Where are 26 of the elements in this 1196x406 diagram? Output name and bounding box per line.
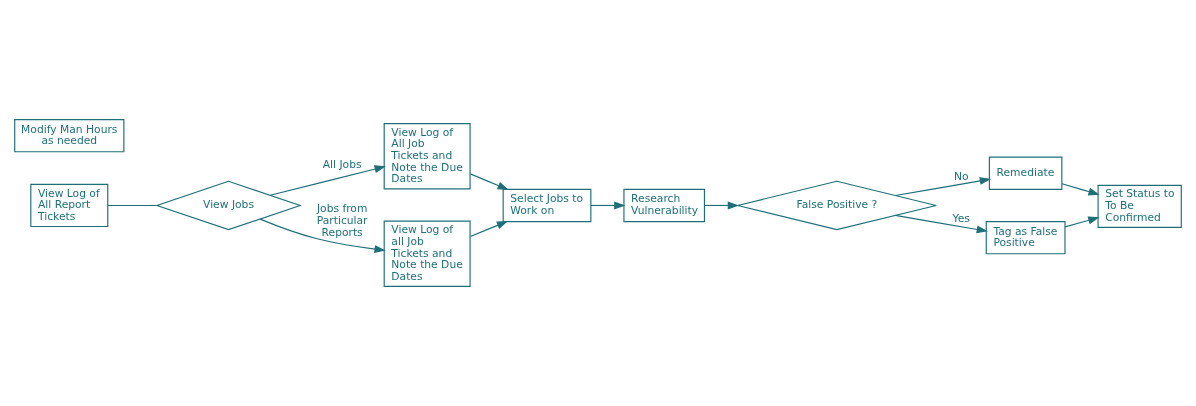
node-diamond: View Jobs bbox=[155, 180, 302, 231]
arrow bbox=[1064, 216, 1100, 228]
arrow bbox=[894, 214, 988, 234]
node-box: Tag as False Positive bbox=[985, 221, 1066, 255]
edge-label: All Jobs bbox=[322, 158, 362, 172]
node-box: View Log of All Job Tickets and Note the Due Dates bbox=[383, 123, 471, 190]
node-box: Research Vulnerability bbox=[623, 188, 706, 223]
connector bbox=[107, 204, 158, 207]
arrow bbox=[469, 173, 509, 190]
node-box: View Log of all Job Tickets and Note the Due Dates bbox=[383, 220, 471, 287]
node-box: Remediate bbox=[988, 156, 1063, 190]
arrow bbox=[704, 201, 740, 210]
node-box: Set Status to To Be Confirmed bbox=[1097, 184, 1182, 228]
edge-label: Jobs from Particular Reports bbox=[316, 202, 368, 239]
arrow bbox=[259, 218, 386, 253]
arrow bbox=[1061, 183, 1100, 196]
arrow bbox=[590, 201, 626, 210]
node-box: View Log of All Report Tickets bbox=[30, 183, 109, 228]
arrow bbox=[894, 177, 992, 197]
arrow bbox=[269, 165, 386, 196]
edge-label: Yes bbox=[952, 212, 970, 226]
arrow bbox=[469, 221, 509, 238]
edge-label: No bbox=[953, 170, 969, 184]
node-diamond: False Positive ? bbox=[736, 180, 937, 231]
node-box: Modify Man Hours as needed bbox=[14, 119, 125, 153]
node-box: Select Jobs to Work on bbox=[502, 188, 592, 223]
